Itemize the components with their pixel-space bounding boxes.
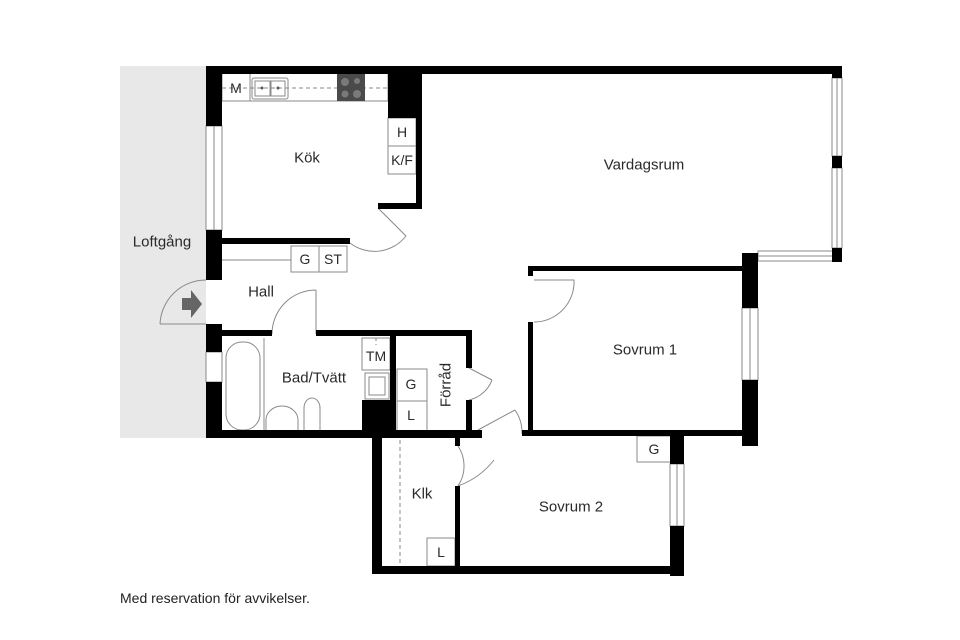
room-label-kok: Kök [294,149,320,167]
room-label-hall: Hall [248,283,274,301]
fixture-label-tm: TM [365,348,387,364]
fixture-label-h: H [396,124,408,140]
room-label-sovrum2: Sovrum 2 [538,498,604,516]
room-label-forrad: Förråd [437,362,455,408]
fixture-label-l: L [437,544,445,560]
fixture-label-g: G [299,251,311,267]
bathtub-icon [225,341,261,431]
arrow-right-icon [182,290,202,318]
room-label-sovrum1: Sovrum 1 [612,341,678,359]
basin-icon [265,405,299,432]
disclaimer-text: Med reservation för avvikelser. [120,590,310,606]
fixture-label-kf: K/F [391,152,413,168]
fixture-label-g: G [648,441,660,457]
room-label-loftgang: Loftgång [132,233,192,251]
room-label-bad-tvatt: Bad/Tvätt [281,369,347,387]
stove-icon [337,74,365,101]
toilet-icon [303,397,321,432]
fixture-label-m: M [230,80,242,96]
loftgang-area [120,66,206,438]
room-label-vardagsrum: Vardagsrum [603,156,685,174]
fixture-label-g: G [405,376,417,392]
fixture-label-l: L [407,407,415,423]
washbasin-icon [364,372,390,400]
fixture-label-st: ST [324,251,342,267]
room-label-klk: Klk [411,485,433,503]
kitchen-sink-icon [251,77,289,100]
